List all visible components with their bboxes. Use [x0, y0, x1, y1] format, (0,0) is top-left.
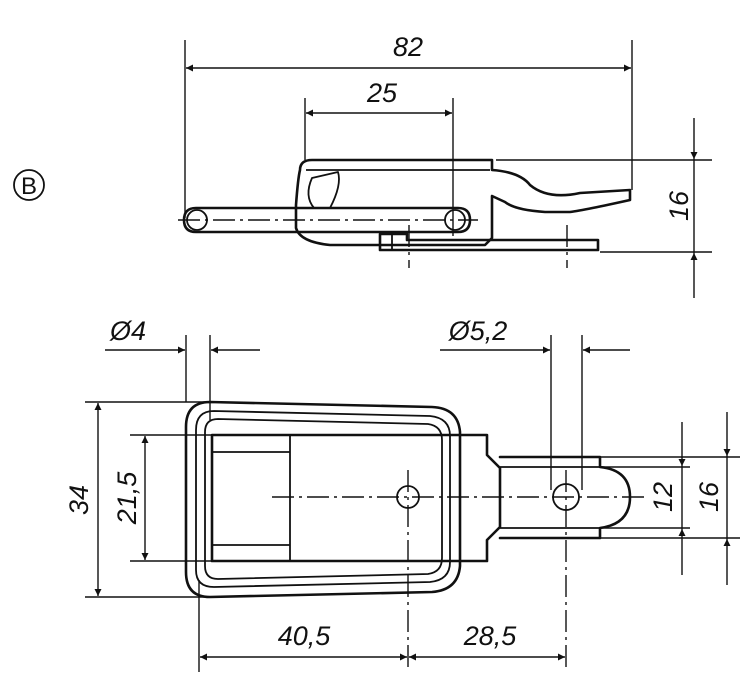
dim-16-plan: 16: [694, 481, 724, 512]
dim-40-5: 40,5: [278, 621, 332, 651]
dim-28-5: 28,5: [463, 621, 518, 651]
dim-d4: Ø4: [109, 316, 146, 346]
dim-25: 25: [366, 78, 398, 108]
view-label-b: B: [13, 169, 45, 201]
top-view: 82 25 16: [178, 32, 712, 298]
dim-34: 34: [64, 485, 94, 515]
dim-12: 12: [648, 482, 678, 512]
dim-82: 82: [393, 32, 423, 62]
view-label-text: B: [21, 173, 37, 200]
dim-16-side: 16: [664, 190, 694, 221]
frame-inner-1: [195, 410, 451, 588]
dim-21-5: 21,5: [112, 471, 142, 526]
dim-d52: Ø5,2: [448, 316, 508, 346]
bottom-view: Ø4 Ø5,2 34 21,5 12 16 40,5: [64, 316, 740, 672]
base-plate: [378, 232, 600, 252]
frame-inner-2: [204, 418, 443, 580]
main-plate: [210, 433, 502, 563]
frame-outer: [184, 400, 462, 599]
latch-hook-slot: [307, 171, 340, 209]
